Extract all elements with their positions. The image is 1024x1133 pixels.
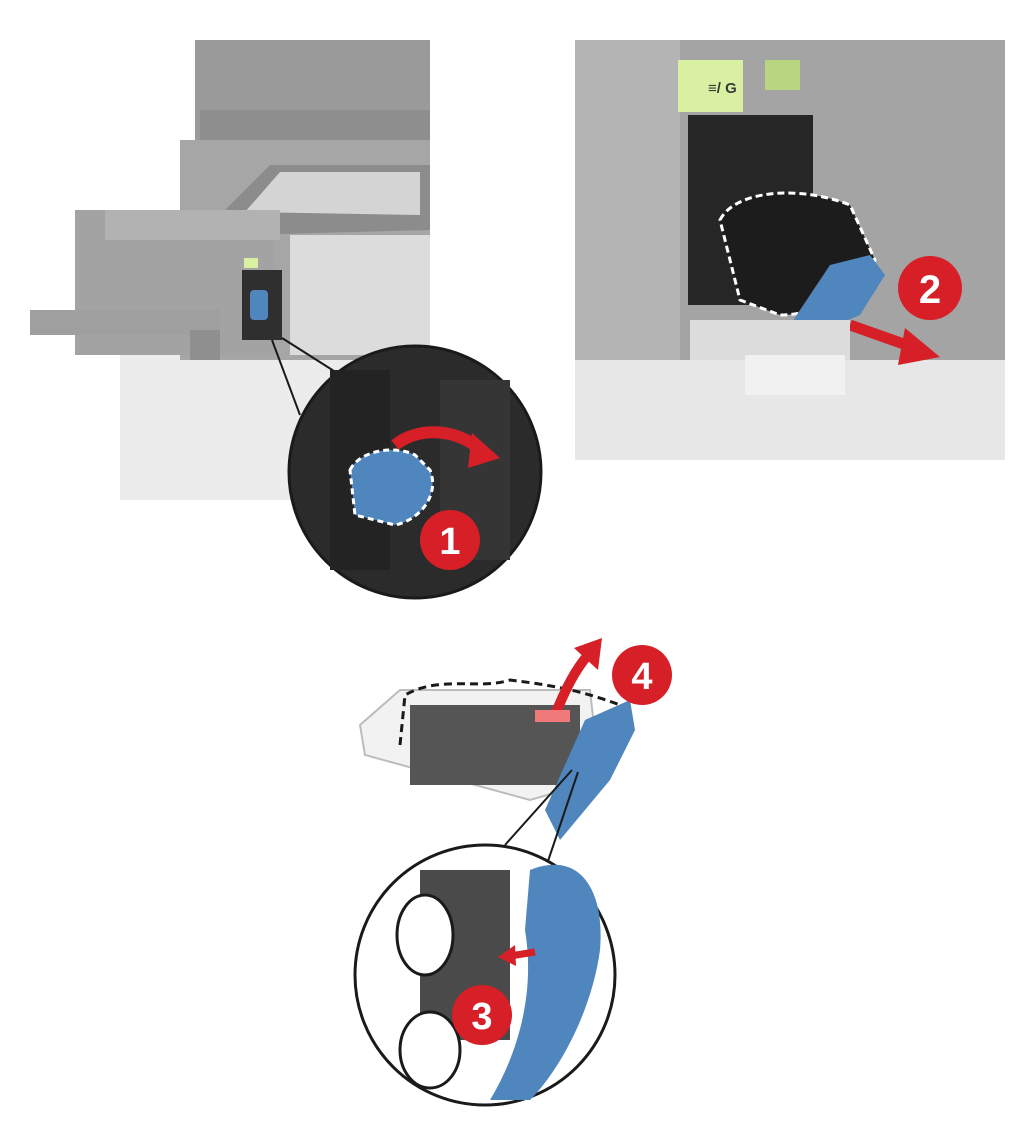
step-badge-4	[612, 645, 672, 705]
bay-label	[678, 60, 743, 112]
remove-cartridge-illustration: ≡/ G 2	[575, 40, 1005, 460]
panel-remove-staple-pack: 4 3	[330, 630, 730, 1110]
step-number-4: 4	[631, 656, 652, 698]
zoomed-handle	[490, 864, 601, 1100]
printer-overview-illustration: 1	[30, 40, 543, 600]
panel-printer-overview: 1	[0, 0, 560, 600]
finger-bottom	[398, 1010, 462, 1090]
step-badge-3	[452, 985, 512, 1045]
panel-remove-cartridge: ≡/ G 2	[560, 30, 1024, 470]
staple-pack-outline	[398, 678, 621, 746]
step-number-3: 3	[471, 996, 492, 1038]
remove-staple-pack-illustration: 4 3	[353, 638, 672, 1107]
lift-arrow	[550, 651, 592, 717]
output-tray	[30, 310, 220, 335]
staple-cartridge-small	[250, 290, 268, 320]
bay-label-small	[244, 258, 258, 268]
step-number-2: 2	[919, 268, 941, 312]
touch-screen	[245, 172, 420, 215]
step-badge-1	[420, 510, 480, 570]
finger-top	[395, 893, 455, 977]
step-badge-2	[898, 256, 962, 320]
step-number-1: 1	[439, 521, 460, 563]
cartridge-blue-handle	[790, 255, 885, 330]
cartridge-latch	[348, 448, 435, 527]
bay-label-text: ≡/ G	[708, 80, 737, 97]
